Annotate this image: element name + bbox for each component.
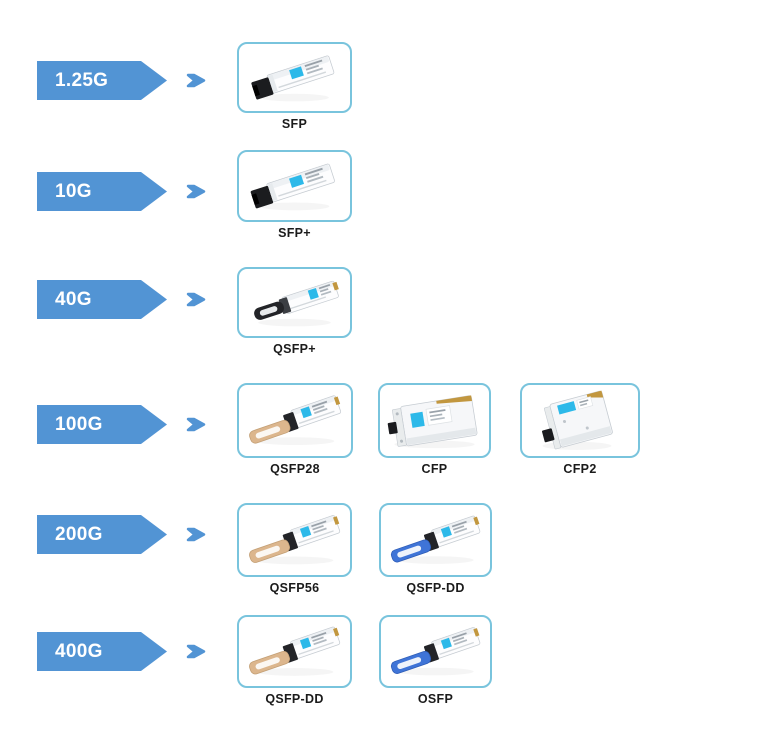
module-label: QSFP-DD — [406, 581, 465, 595]
speed-banner: 10G — [37, 172, 167, 211]
module-card-group: QSFP+ — [237, 267, 352, 356]
qsfp28-module-image — [241, 387, 349, 454]
chevron-right-icon — [186, 184, 206, 199]
qsfp-dd-module-image — [241, 619, 348, 684]
chevron-right-icon — [186, 292, 206, 307]
qsfp-plus-module-image — [241, 271, 348, 334]
osfp-module-image — [383, 619, 488, 684]
module-label: QSFP56 — [269, 581, 320, 595]
module-label: SFP+ — [278, 226, 311, 240]
module-card — [237, 615, 352, 688]
module-label: CFP — [421, 462, 448, 476]
module-card — [378, 383, 491, 458]
speed-banner-label: 400G — [55, 641, 103, 662]
module-card-group: OSFP — [379, 615, 492, 706]
module-card — [237, 383, 353, 458]
module-label: QSFP28 — [270, 462, 320, 476]
module-card — [520, 383, 640, 458]
chevron-right-icon — [186, 527, 206, 542]
module-card-group: QSFP-DD — [379, 503, 492, 595]
chevron-right-icon — [186, 644, 206, 659]
cfp-module-image — [382, 387, 487, 454]
qsfp-dd-module-image — [383, 507, 488, 573]
module-card-group: QSFP28 — [237, 383, 353, 476]
speed-banner: 40G — [37, 280, 167, 319]
module-label: SFP — [281, 117, 308, 131]
module-card — [237, 150, 352, 222]
speed-banner-label: 100G — [55, 414, 103, 435]
sfp-module-image — [241, 46, 348, 109]
qsfp56-module-image — [241, 507, 348, 573]
speed-banner: 1.25G — [37, 61, 167, 100]
module-card — [237, 267, 352, 338]
module-label: QSFP+ — [273, 342, 316, 356]
speed-banner: 400G — [37, 632, 167, 671]
module-card-group: SFP — [237, 42, 352, 131]
speed-banner-label: 200G — [55, 524, 103, 545]
module-card — [237, 503, 352, 577]
module-card-group: CFP2 — [520, 383, 640, 476]
module-card — [379, 615, 492, 688]
module-label: QSFP-DD — [265, 692, 324, 706]
module-card-group: SFP+ — [237, 150, 352, 240]
sfp-plus-module-image — [241, 154, 348, 218]
module-label: CFP2 — [563, 462, 597, 476]
module-card — [379, 503, 492, 577]
module-card-group: QSFP-DD — [237, 615, 352, 706]
chevron-right-icon — [186, 73, 206, 88]
speed-banner: 200G — [37, 515, 167, 554]
chevron-right-icon — [186, 417, 206, 432]
speed-banner: 100G — [37, 405, 167, 444]
module-card-group: QSFP56 — [237, 503, 352, 595]
module-label: OSFP — [417, 692, 454, 706]
speed-banner-label: 1.25G — [55, 70, 109, 91]
module-card-group: CFP — [378, 383, 491, 476]
cfp2-module-image — [524, 387, 636, 454]
module-card — [237, 42, 352, 113]
speed-banner-label: 40G — [55, 289, 92, 310]
speed-banner-label: 10G — [55, 181, 92, 202]
